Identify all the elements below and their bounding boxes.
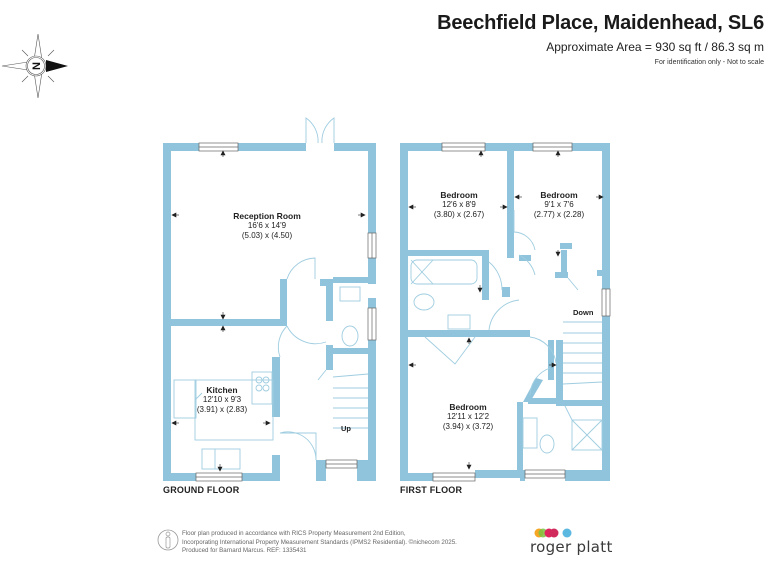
property-title: Beechfield Place, Maidenhead, SL6 — [437, 12, 764, 34]
footer-credits: Floor plan produced in accordance with R… — [182, 530, 457, 555]
room-label-bedroom-1: Bedroom 12'6 x 8'9 (3.80) x (2.67) — [433, 190, 485, 219]
first-floor-label: FIRST FLOOR — [400, 485, 463, 495]
room-label-kitchen: Kitchen 12'10 x 9'3 (3.91) x (2.83) — [196, 385, 248, 414]
person-scale-icon — [157, 529, 179, 551]
room-label-bedroom-3: Bedroom 12'11 x 12'2 (3.94) x (3.72) — [442, 402, 494, 431]
approximate-area: Approximate Area = 930 sq ft / 86.3 sq m — [546, 40, 764, 54]
stairs-up-label: Up — [341, 424, 351, 433]
logo-brand-text: roger platt — [530, 538, 613, 556]
gf-wall-west — [163, 143, 171, 481]
room-label-reception: Reception Room 16'6 x 14'9 (5.03) x (4.5… — [233, 211, 301, 240]
ground-floor-label: GROUND FLOOR — [163, 485, 240, 495]
roger-platt-logo: roger platt — [528, 526, 612, 566]
logo-dots-icon — [534, 528, 572, 538]
north-compass-icon: N — [1, 33, 68, 99]
disclaimer-note: For identification only - Not to scale — [654, 59, 764, 66]
stairs-down-label: Down — [573, 308, 594, 317]
room-label-bedroom-2: Bedroom 9'1 x 7'6 (2.77) x (2.28) — [533, 190, 585, 219]
compass-letter: N — [31, 62, 43, 70]
